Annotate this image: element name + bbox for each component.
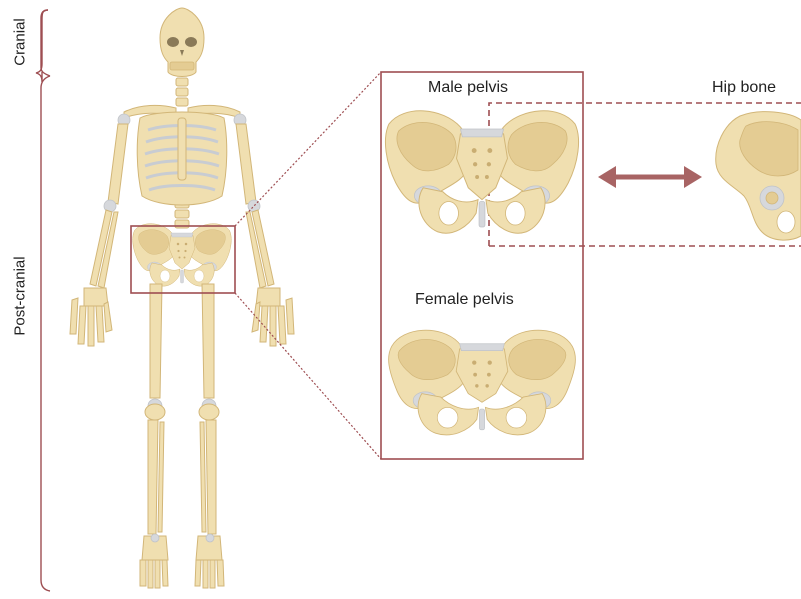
- cranial-label: Cranial: [12, 18, 29, 66]
- post-cranial-bracket: [41, 76, 50, 591]
- post-cranial-label: Post-cranial: [12, 256, 29, 335]
- male-pelvis-icon: [385, 111, 578, 233]
- connector-line-bottom: [235, 293, 381, 459]
- male-pelvis-label: Male pelvis: [428, 79, 508, 97]
- hip-bone-label: Hip bone: [712, 79, 776, 97]
- cranial-bracket: [36, 10, 50, 82]
- female-pelvis-label: Female pelvis: [415, 291, 514, 309]
- female-pelvis-icon: [389, 330, 576, 435]
- hip-bone-icon: [716, 112, 801, 240]
- double-arrow-icon: [598, 166, 702, 188]
- human-skeleton-icon: [70, 8, 294, 588]
